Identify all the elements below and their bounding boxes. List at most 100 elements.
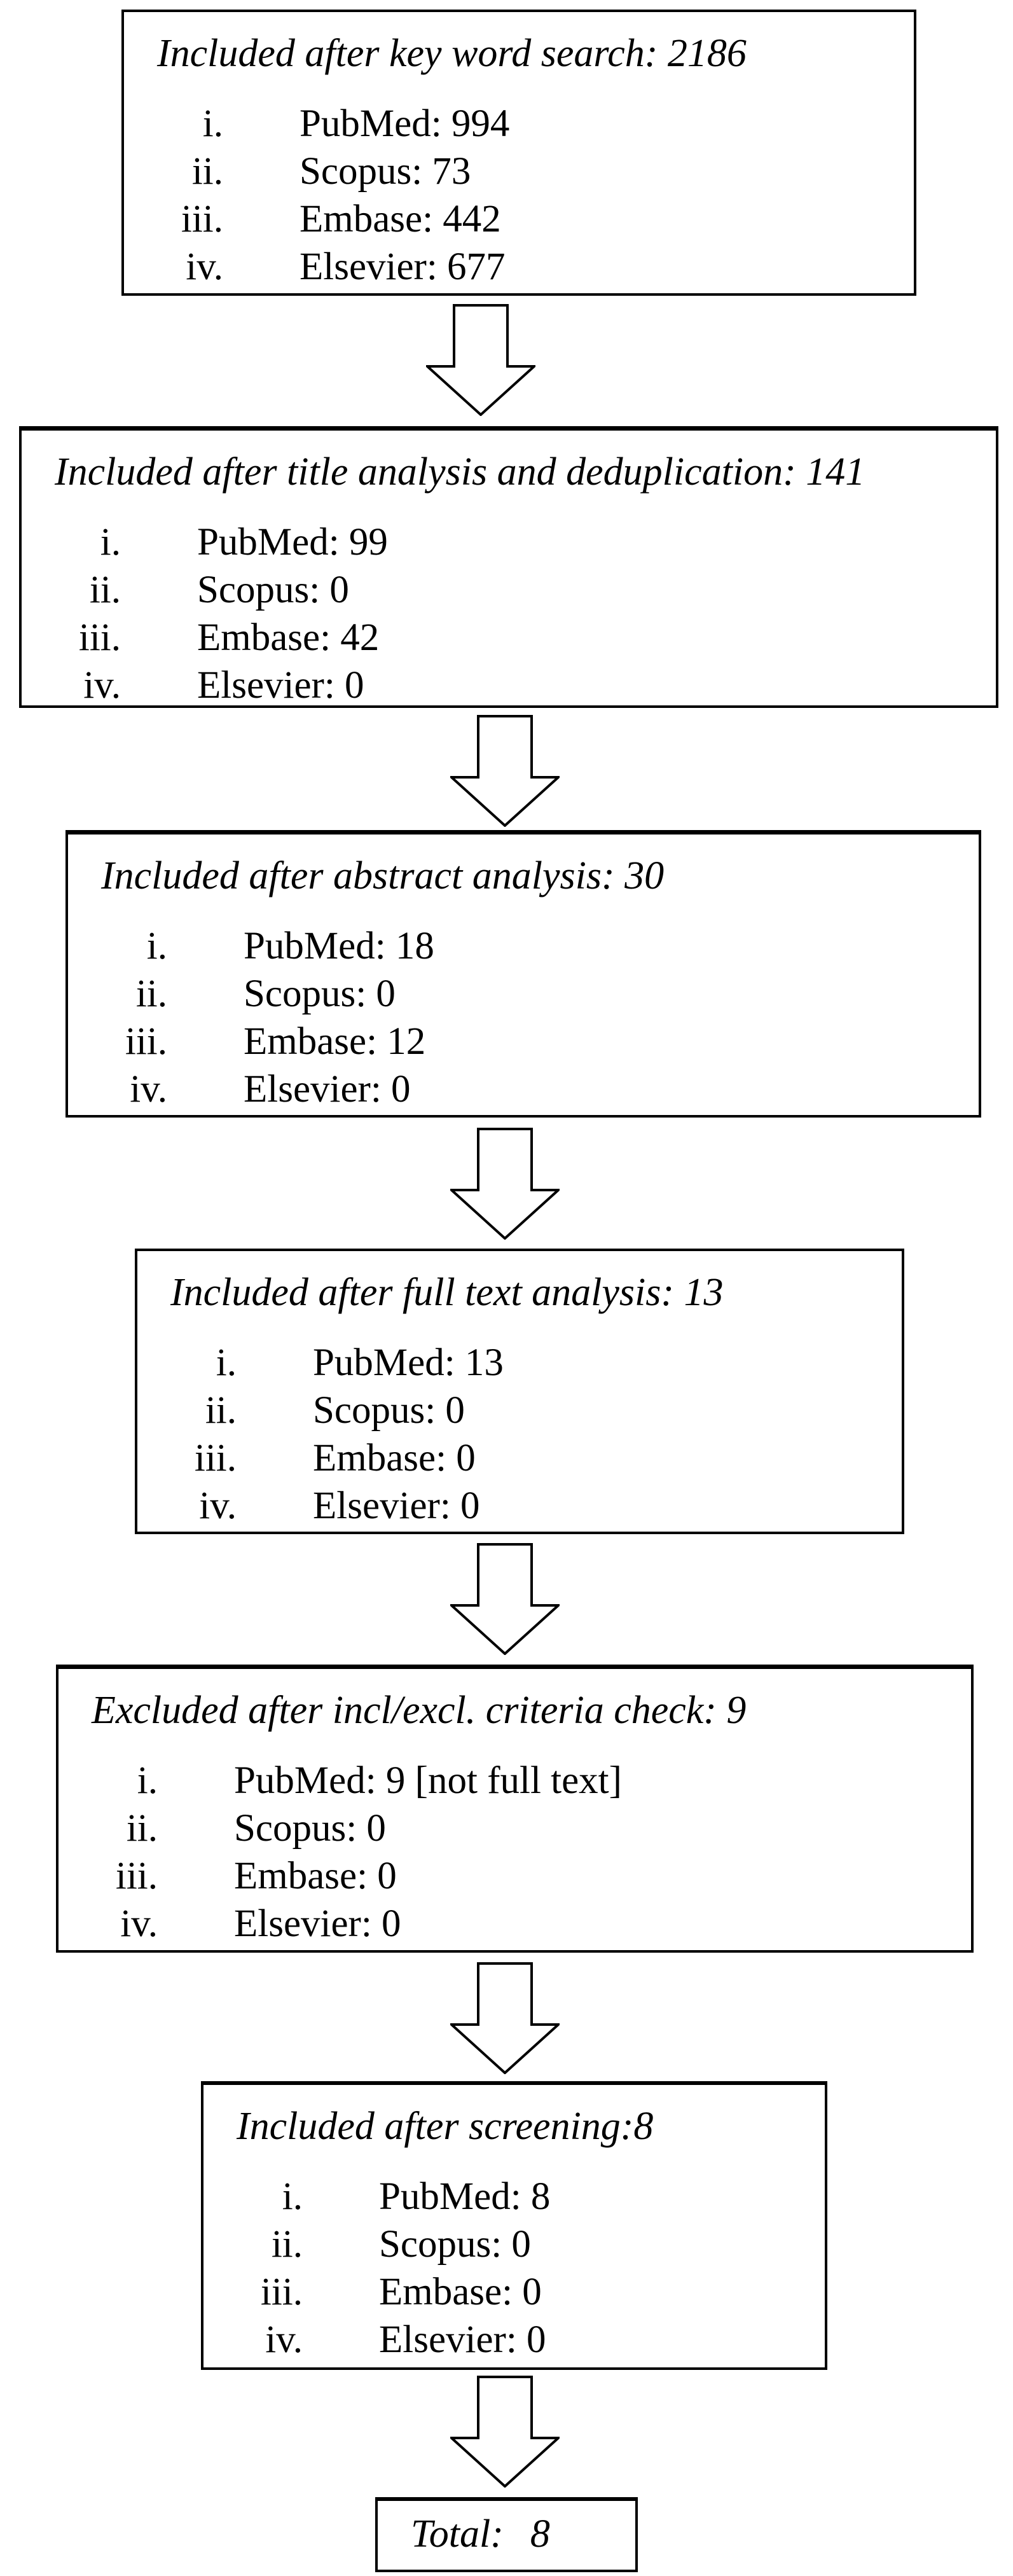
flow-box-total: Total: 8 [375, 2497, 638, 2572]
flow-box-abstract-analysis: Included after abstract analysis: 30 i. P… [65, 830, 981, 1118]
item-label: PubMed: 9 [not full text] [234, 1759, 622, 1802]
item-marker: ii. [126, 1807, 158, 1850]
flow-box-excluded-criteria: Excluded after incl/excl. criteria check… [56, 1665, 974, 1953]
total-value: 8 [530, 2512, 550, 2556]
list-item: iii. Embase: 0 [203, 2268, 825, 2316]
item-marker: iii. [181, 198, 223, 240]
item-label: PubMed: 99 [197, 521, 388, 564]
item-marker: i. [202, 102, 223, 145]
item-label: Embase: 442 [300, 198, 501, 240]
item-label: PubMed: 13 [313, 1341, 504, 1384]
item-label: Elsevier: 0 [313, 1485, 480, 1527]
item-marker: ii. [271, 2223, 303, 2266]
box-title: Excluded after incl/excl. criteria check… [92, 1689, 747, 1732]
box-title: Included after key word search: 2186 [157, 32, 747, 75]
list-item: iii. Embase: 42 [22, 614, 996, 661]
list-item: ii. Scopus: 0 [203, 2220, 825, 2268]
item-label: Scopus: 0 [244, 973, 396, 1015]
item-marker: i. [146, 925, 167, 967]
list-item: i. PubMed: 994 [124, 100, 914, 148]
down-arrow-icon [450, 1543, 560, 1655]
down-arrow-icon [450, 2376, 560, 2488]
item-label: Elsevier: 0 [379, 2318, 546, 2361]
list-item: ii. Scopus: 0 [68, 970, 979, 1018]
list-item: ii. Scopus: 73 [124, 148, 914, 195]
list-item: iii. Embase: 0 [59, 1852, 971, 1900]
list-item: iii. Embase: 12 [68, 1018, 979, 1065]
item-marker: i. [100, 521, 121, 564]
list-item: iv. Elsevier: 677 [124, 243, 914, 291]
box-item-list: i. PubMed: 8 ii. Scopus: 0 iii. Embase: 0 iv. E… [203, 2173, 825, 2364]
item-marker: iv. [265, 2318, 303, 2361]
item-label: Scopus: 0 [313, 1389, 465, 1432]
list-item: i. PubMed: 99 [22, 518, 996, 566]
item-label: Elsevier: 0 [197, 664, 364, 707]
item-label: Embase: 0 [313, 1437, 476, 1479]
list-item: i. PubMed: 8 [203, 2173, 825, 2220]
list-item: iii. Embase: 442 [124, 195, 914, 243]
box-title: Included after abstract analysis: 30 [101, 854, 665, 897]
box-title: Included after screening:8 [237, 2105, 654, 2148]
item-marker: iv. [83, 664, 121, 707]
item-marker: iii. [125, 1020, 167, 1063]
down-arrow-icon [450, 715, 560, 827]
item-label: Elsevier: 0 [244, 1068, 411, 1111]
item-label: Embase: 42 [197, 616, 380, 659]
item-label: PubMed: 994 [300, 102, 510, 145]
list-item: iv. Elsevier: 0 [137, 1482, 902, 1530]
item-marker: iv. [120, 1902, 158, 1945]
item-label: Embase: 0 [379, 2271, 542, 2313]
item-marker: iv. [130, 1068, 167, 1111]
flow-box-title-analysis: Included after title analysis and dedupl… [19, 426, 998, 708]
item-marker: iii. [260, 2271, 303, 2313]
list-item: i. PubMed: 9 [not full text] [59, 1757, 971, 1804]
item-label: Embase: 0 [234, 1855, 397, 1897]
list-item: iii. Embase: 0 [137, 1434, 902, 1482]
box-title: Included after title analysis and dedupl… [55, 450, 865, 494]
item-marker: i. [137, 1759, 158, 1802]
list-item: ii. Scopus: 0 [22, 566, 996, 614]
list-item: iv. Elsevier: 0 [203, 2316, 825, 2364]
list-item: ii. Scopus: 0 [137, 1387, 902, 1434]
list-item: i. PubMed: 13 [137, 1339, 902, 1387]
item-marker: i. [282, 2175, 303, 2218]
down-arrow-icon [426, 304, 535, 416]
list-item: ii. Scopus: 0 [59, 1804, 971, 1852]
list-item: iv. Elsevier: 0 [68, 1065, 979, 1113]
list-item: i. PubMed: 18 [68, 922, 979, 970]
item-marker: ii. [89, 569, 121, 611]
item-marker: i. [216, 1341, 237, 1384]
item-label: Embase: 12 [244, 1020, 426, 1063]
item-marker: iv. [199, 1485, 237, 1527]
item-marker: iv. [186, 246, 223, 288]
total-label: Total: [411, 2512, 504, 2556]
down-arrow-icon [450, 1962, 560, 2074]
item-marker: ii. [191, 150, 223, 193]
item-marker: iii. [194, 1437, 237, 1479]
item-marker: iii. [115, 1855, 158, 1897]
item-label: PubMed: 18 [244, 925, 434, 967]
item-label: PubMed: 8 [379, 2175, 551, 2218]
box-item-list: i. PubMed: 994 ii. Scopus: 73 iii. Embase: 44… [124, 100, 914, 291]
item-marker: iii. [78, 616, 121, 659]
item-label: Scopus: 73 [300, 150, 471, 193]
item-label: Elsevier: 677 [300, 246, 506, 288]
item-label: Elsevier: 0 [234, 1902, 401, 1945]
down-arrow-icon [450, 1128, 560, 1240]
list-item: iv. Elsevier: 0 [22, 661, 996, 707]
box-title: Included after full text analysis: 13 [170, 1271, 724, 1314]
item-label: Scopus: 0 [379, 2223, 531, 2266]
total-line: Total: 8 [411, 2501, 635, 2567]
flow-box-full-text-analysis: Included after full text analysis: 13 i.… [135, 1249, 904, 1534]
item-label: Scopus: 0 [197, 569, 349, 611]
item-marker: ii. [135, 973, 167, 1015]
flow-box-keyword-search: Included after key word search: 2186 i. P… [121, 10, 916, 296]
list-item: iv. Elsevier: 0 [59, 1900, 971, 1948]
item-label: Scopus: 0 [234, 1807, 386, 1850]
item-marker: ii. [205, 1389, 237, 1432]
